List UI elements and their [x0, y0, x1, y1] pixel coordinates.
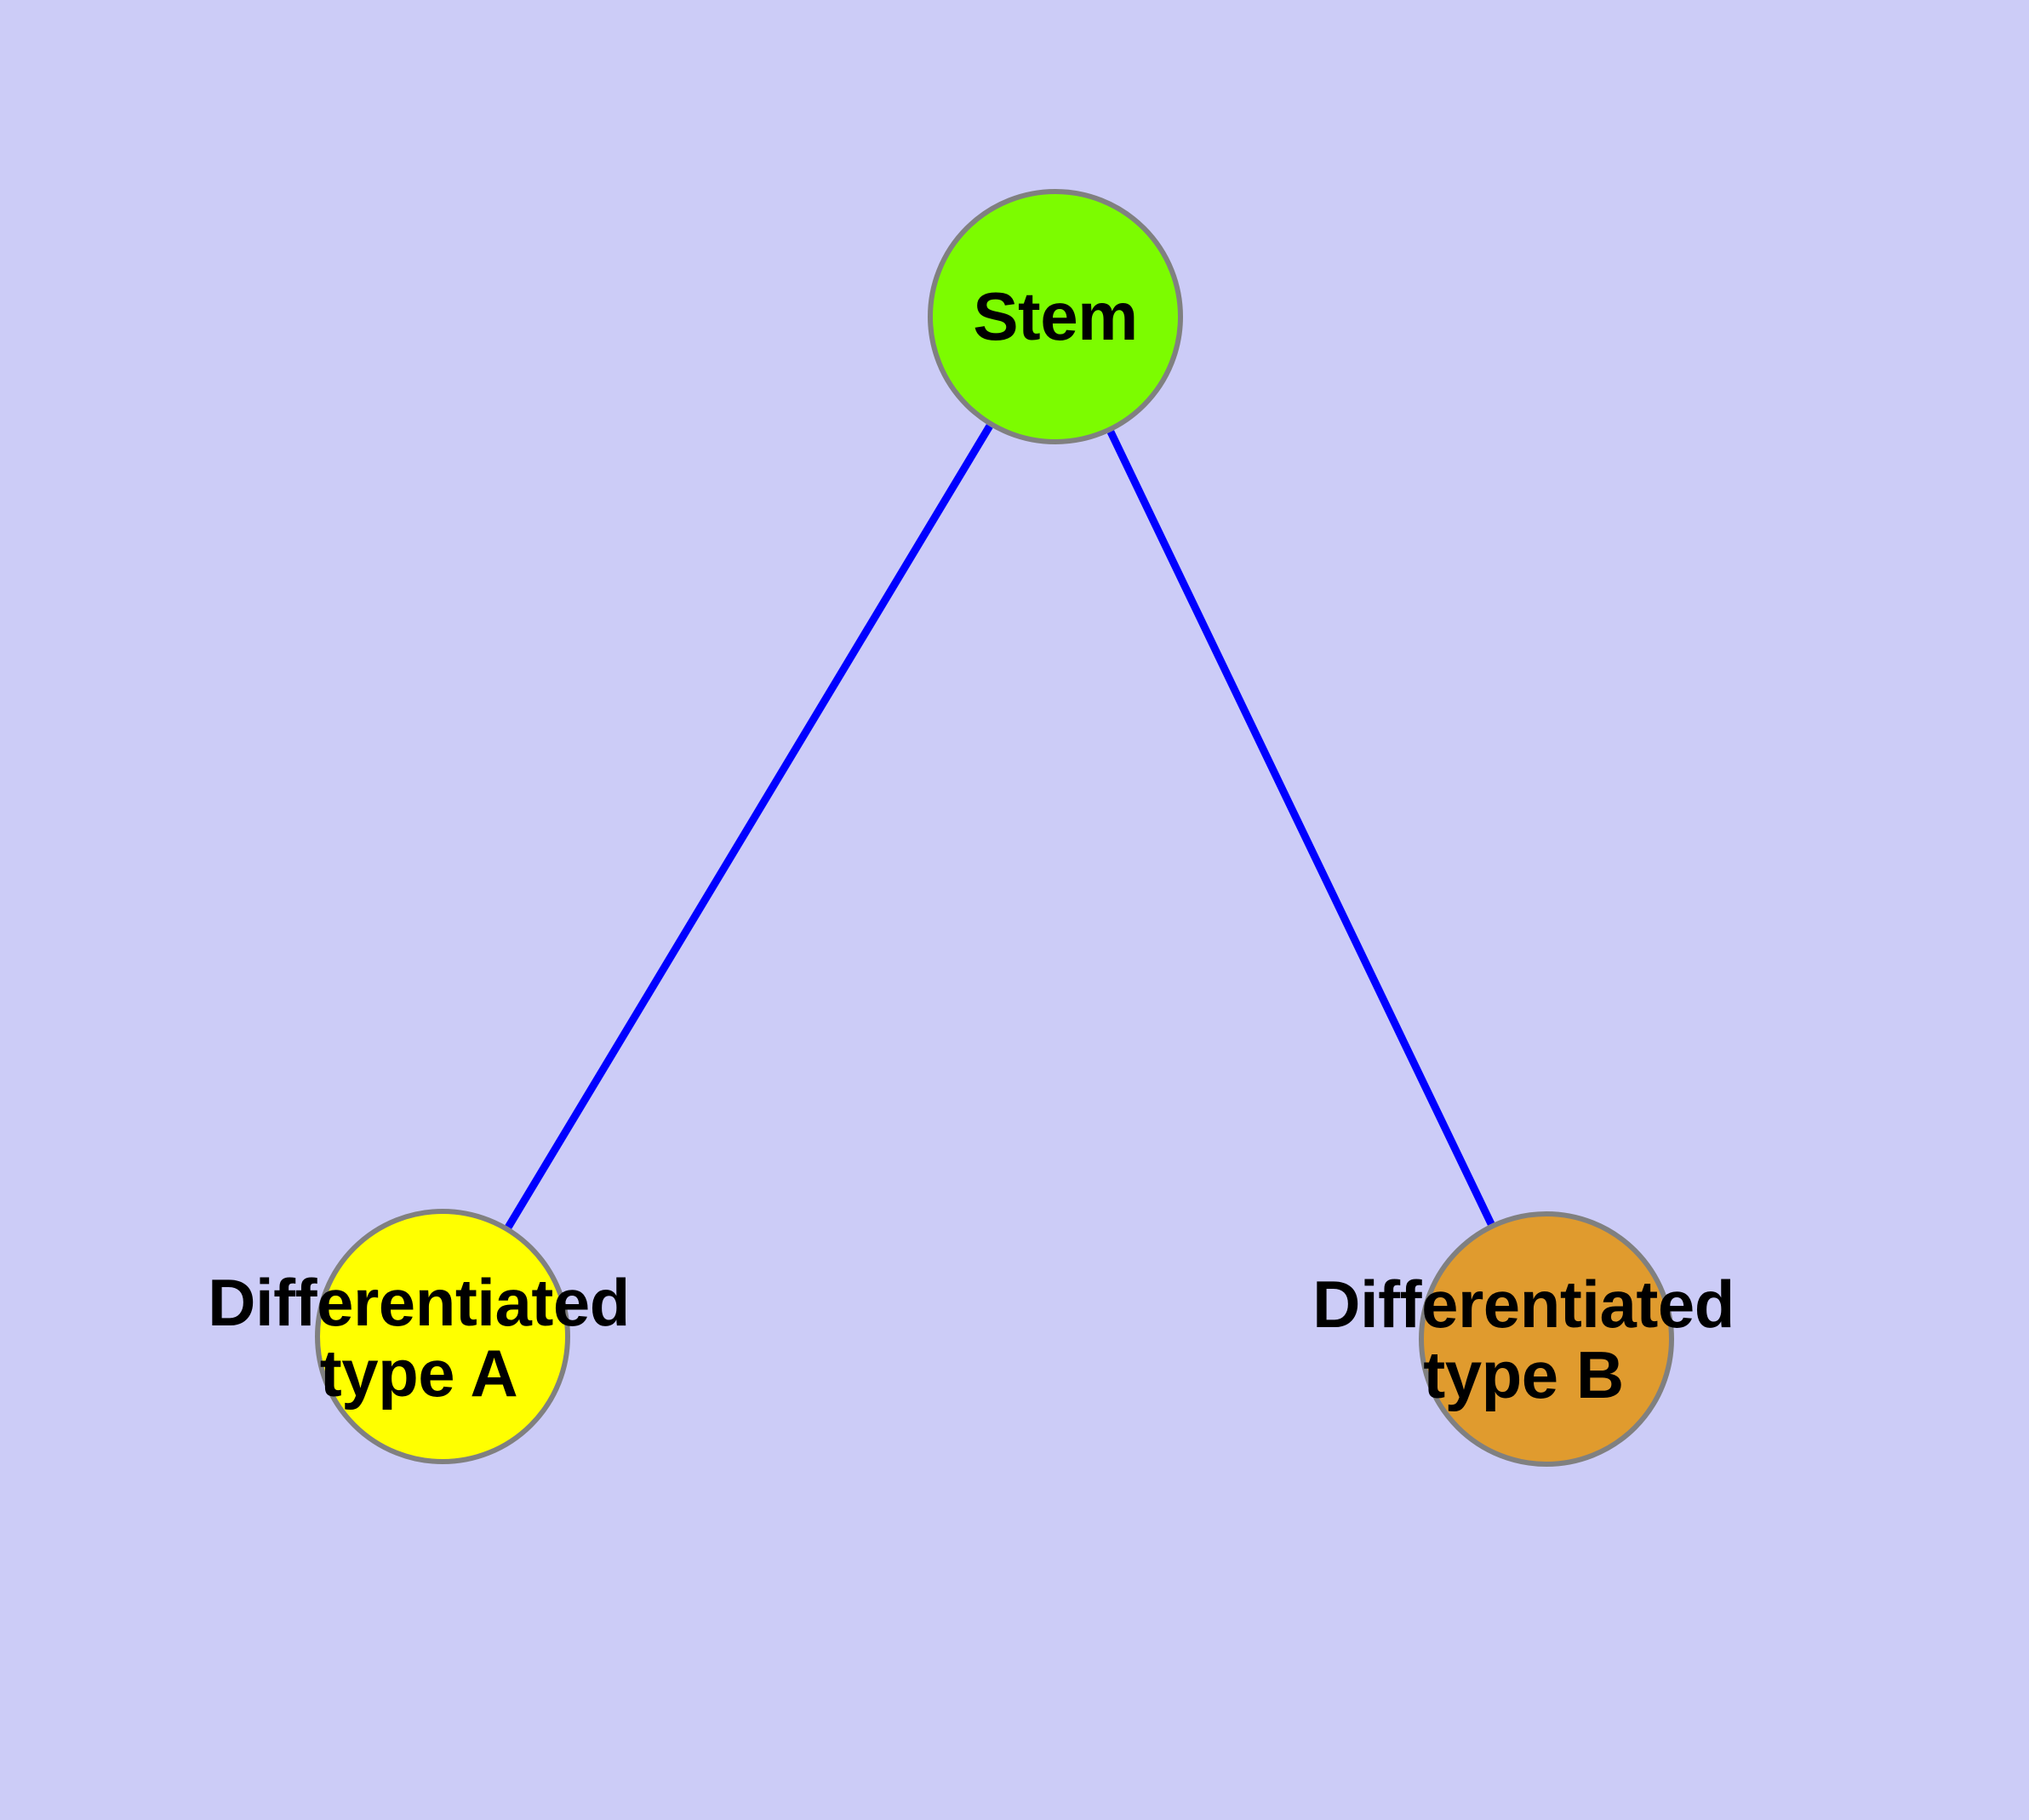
edge-stem-to-differentiated-type-a: [505, 424, 993, 1229]
node-differentiated-type-b[interactable]: [1419, 1211, 1674, 1467]
node-differentiated-type-a-label: Differentiated type A: [208, 1265, 630, 1411]
node-stem-label: Stem: [973, 278, 1138, 354]
node-stem[interactable]: [928, 189, 1183, 444]
node-differentiated-type-b-label: Differentiated type B: [1312, 1267, 1735, 1412]
edge-stem-to-differentiated-type-b: [1106, 430, 1495, 1226]
node-differentiated-type-a[interactable]: [315, 1209, 570, 1464]
